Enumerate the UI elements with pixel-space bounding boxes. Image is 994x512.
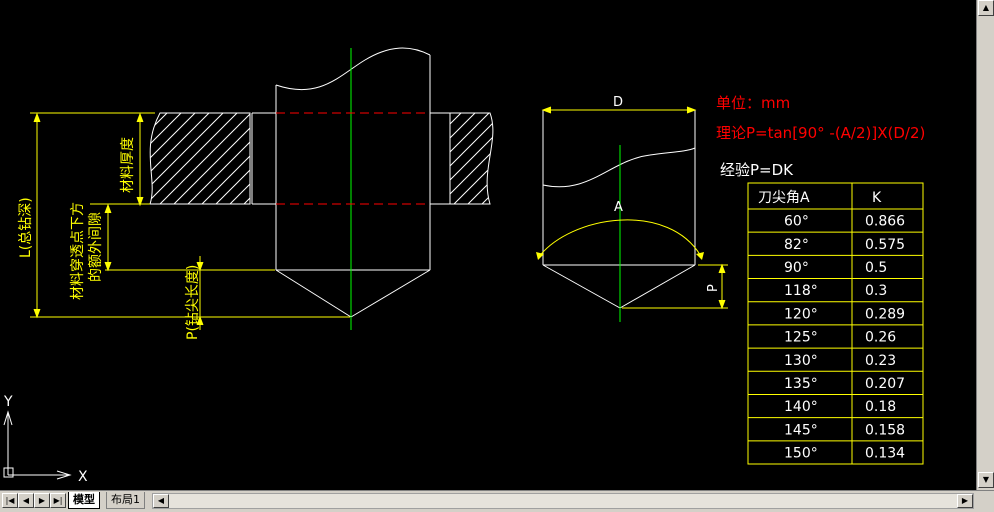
angle-arc [537, 219, 703, 259]
label-total-depth: L(总钻深) [18, 197, 34, 258]
plate-left-hatch [149, 112, 251, 205]
nav-first-icon[interactable]: |◀ [2, 493, 18, 508]
tab-layout1[interactable]: 布局1 [106, 492, 145, 509]
table-cell-k: 0.575 [865, 237, 905, 253]
drill-break-line [275, 47, 431, 91]
table-cell-k: 0.3 [865, 283, 887, 299]
theory-formula: 理论P=tan[90° -(A/2)]X(D/2) [716, 124, 925, 142]
layout-tab-bar: |◀ ◀ ▶ ▶| 模型 布局1 ◀ ▶ [0, 490, 994, 512]
scroll-left-icon[interactable]: ◀ [153, 494, 169, 508]
table-cell-k: 0.26 [865, 330, 896, 346]
table-cell-k: 0.5 [865, 260, 887, 276]
horizontal-scrollbar[interactable]: ◀ ▶ [152, 493, 974, 509]
unit-text: 单位：mm [716, 94, 790, 112]
ucs-icon [3, 410, 72, 480]
label-dim-p: P [706, 284, 721, 292]
label-angle-a: A [614, 200, 623, 215]
table-cell-angle: 150° [784, 446, 818, 462]
label-tip-length: P(钻尖长度) [185, 265, 201, 340]
plate-right-hatch [449, 112, 494, 205]
table-cell-k: 0.158 [865, 422, 905, 438]
table-cell-angle: 60° [784, 214, 809, 230]
tab-model[interactable]: 模型 [68, 492, 100, 509]
table-cell-angle: 118° [784, 283, 818, 299]
table-cell-k: 0.134 [865, 446, 905, 462]
table-cell-k: 0.23 [865, 353, 896, 369]
table-cell-angle: 90° [784, 260, 809, 276]
scroll-up-icon[interactable]: ▲ [978, 0, 994, 16]
table-cell-k: 0.207 [865, 376, 905, 392]
nav-last-icon[interactable]: ▶| [50, 493, 66, 508]
label-extra-gap-line1: 材料穿透点下方 [70, 202, 86, 300]
drill-body [275, 47, 431, 330]
table-cell-angle: 82° [784, 237, 809, 253]
table-cell-angle: 145° [784, 422, 818, 438]
dimension-lines-tip [541, 106, 728, 310]
scroll-right-icon[interactable]: ▶ [957, 494, 973, 508]
plate-section [149, 112, 494, 205]
empirical-formula: 经验P=DK [720, 161, 794, 179]
table-cell-angle: 140° [784, 399, 818, 415]
table-header-angle: 刀尖角A [758, 190, 810, 206]
nav-prev-icon[interactable]: ◀ [18, 493, 34, 508]
nav-next-icon[interactable]: ▶ [34, 493, 50, 508]
scroll-down-icon[interactable]: ▼ [978, 472, 994, 488]
tip-detail [536, 110, 704, 322]
table-cell-angle: 125° [784, 330, 818, 346]
label-extra-gap-line2: 的额外间隙 [88, 212, 104, 282]
table-cell-angle: 120° [784, 306, 818, 322]
label-material-thickness: 材料厚度 [120, 137, 136, 193]
k-factor-table: 刀尖角A K 60° 0.866 82° 0.575 90° 0.5 118° 0.3 120°… [747, 182, 924, 465]
ucs-x-label: X [78, 469, 88, 485]
table-cell-k: 0.18 [865, 399, 896, 415]
table-cell-angle: 135° [784, 376, 818, 392]
dimension-lines-left [30, 112, 350, 330]
ucs-y-label: Y [3, 394, 13, 410]
table-cell-angle: 130° [784, 353, 818, 369]
table-cell-k: 0.289 [865, 306, 905, 322]
vertical-scrollbar[interactable]: ▲ ▼ [976, 0, 994, 490]
label-dim-d: D [613, 95, 623, 110]
cad-drawing-canvas[interactable]: 材料厚度 L(总钻深) 材料穿透点下方 的额外间隙 P(钻尖长度) D A P … [0, 0, 994, 490]
table-cell-k: 0.866 [865, 214, 905, 230]
table-header-k: K [872, 190, 882, 206]
